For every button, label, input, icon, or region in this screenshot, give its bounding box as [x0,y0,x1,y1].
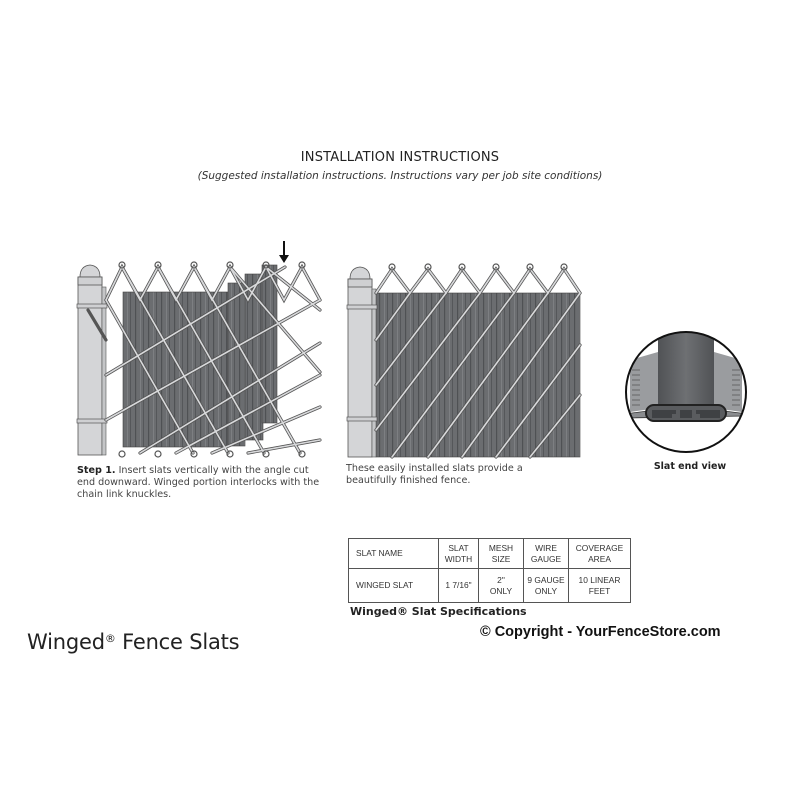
page-subtitle: (Suggested installation instructions. In… [197,170,603,182]
step1-fence-illustration [76,241,322,458]
product-title: Winged® Fence Slats [27,630,240,654]
registered-mark: ® [104,632,116,645]
slat-block [375,292,581,458]
fence-post [346,266,378,458]
step1-text: Insert slats vertically with the angle c… [77,465,320,500]
step1-caption: Step 1. Insert slats vertically with the… [77,465,322,501]
page-title: INSTALLATION INSTRUCTIONS [300,150,500,165]
cell-slat-width: 1 7/16" [438,568,479,603]
header-slat-name: SLAT NAME [348,538,439,569]
fence-post [76,264,108,456]
slat-end-view-illustration [625,331,747,453]
cell-mesh-size: 2"ONLY [478,568,524,603]
spec-table-caption: Winged® Slat Specifications [350,605,527,618]
finished-fence-caption: These easily installed slats provide a b… [346,463,523,486]
end-view-caption: Slat end view [653,461,727,472]
step1-label: Step 1. [77,465,116,476]
cell-slat-name: WINGED SLAT [348,568,439,603]
down-arrow-icon [279,241,289,263]
copyright-notice: © Copyright - YourFenceStore.com [480,624,721,640]
finished-fence-illustration [346,263,582,459]
